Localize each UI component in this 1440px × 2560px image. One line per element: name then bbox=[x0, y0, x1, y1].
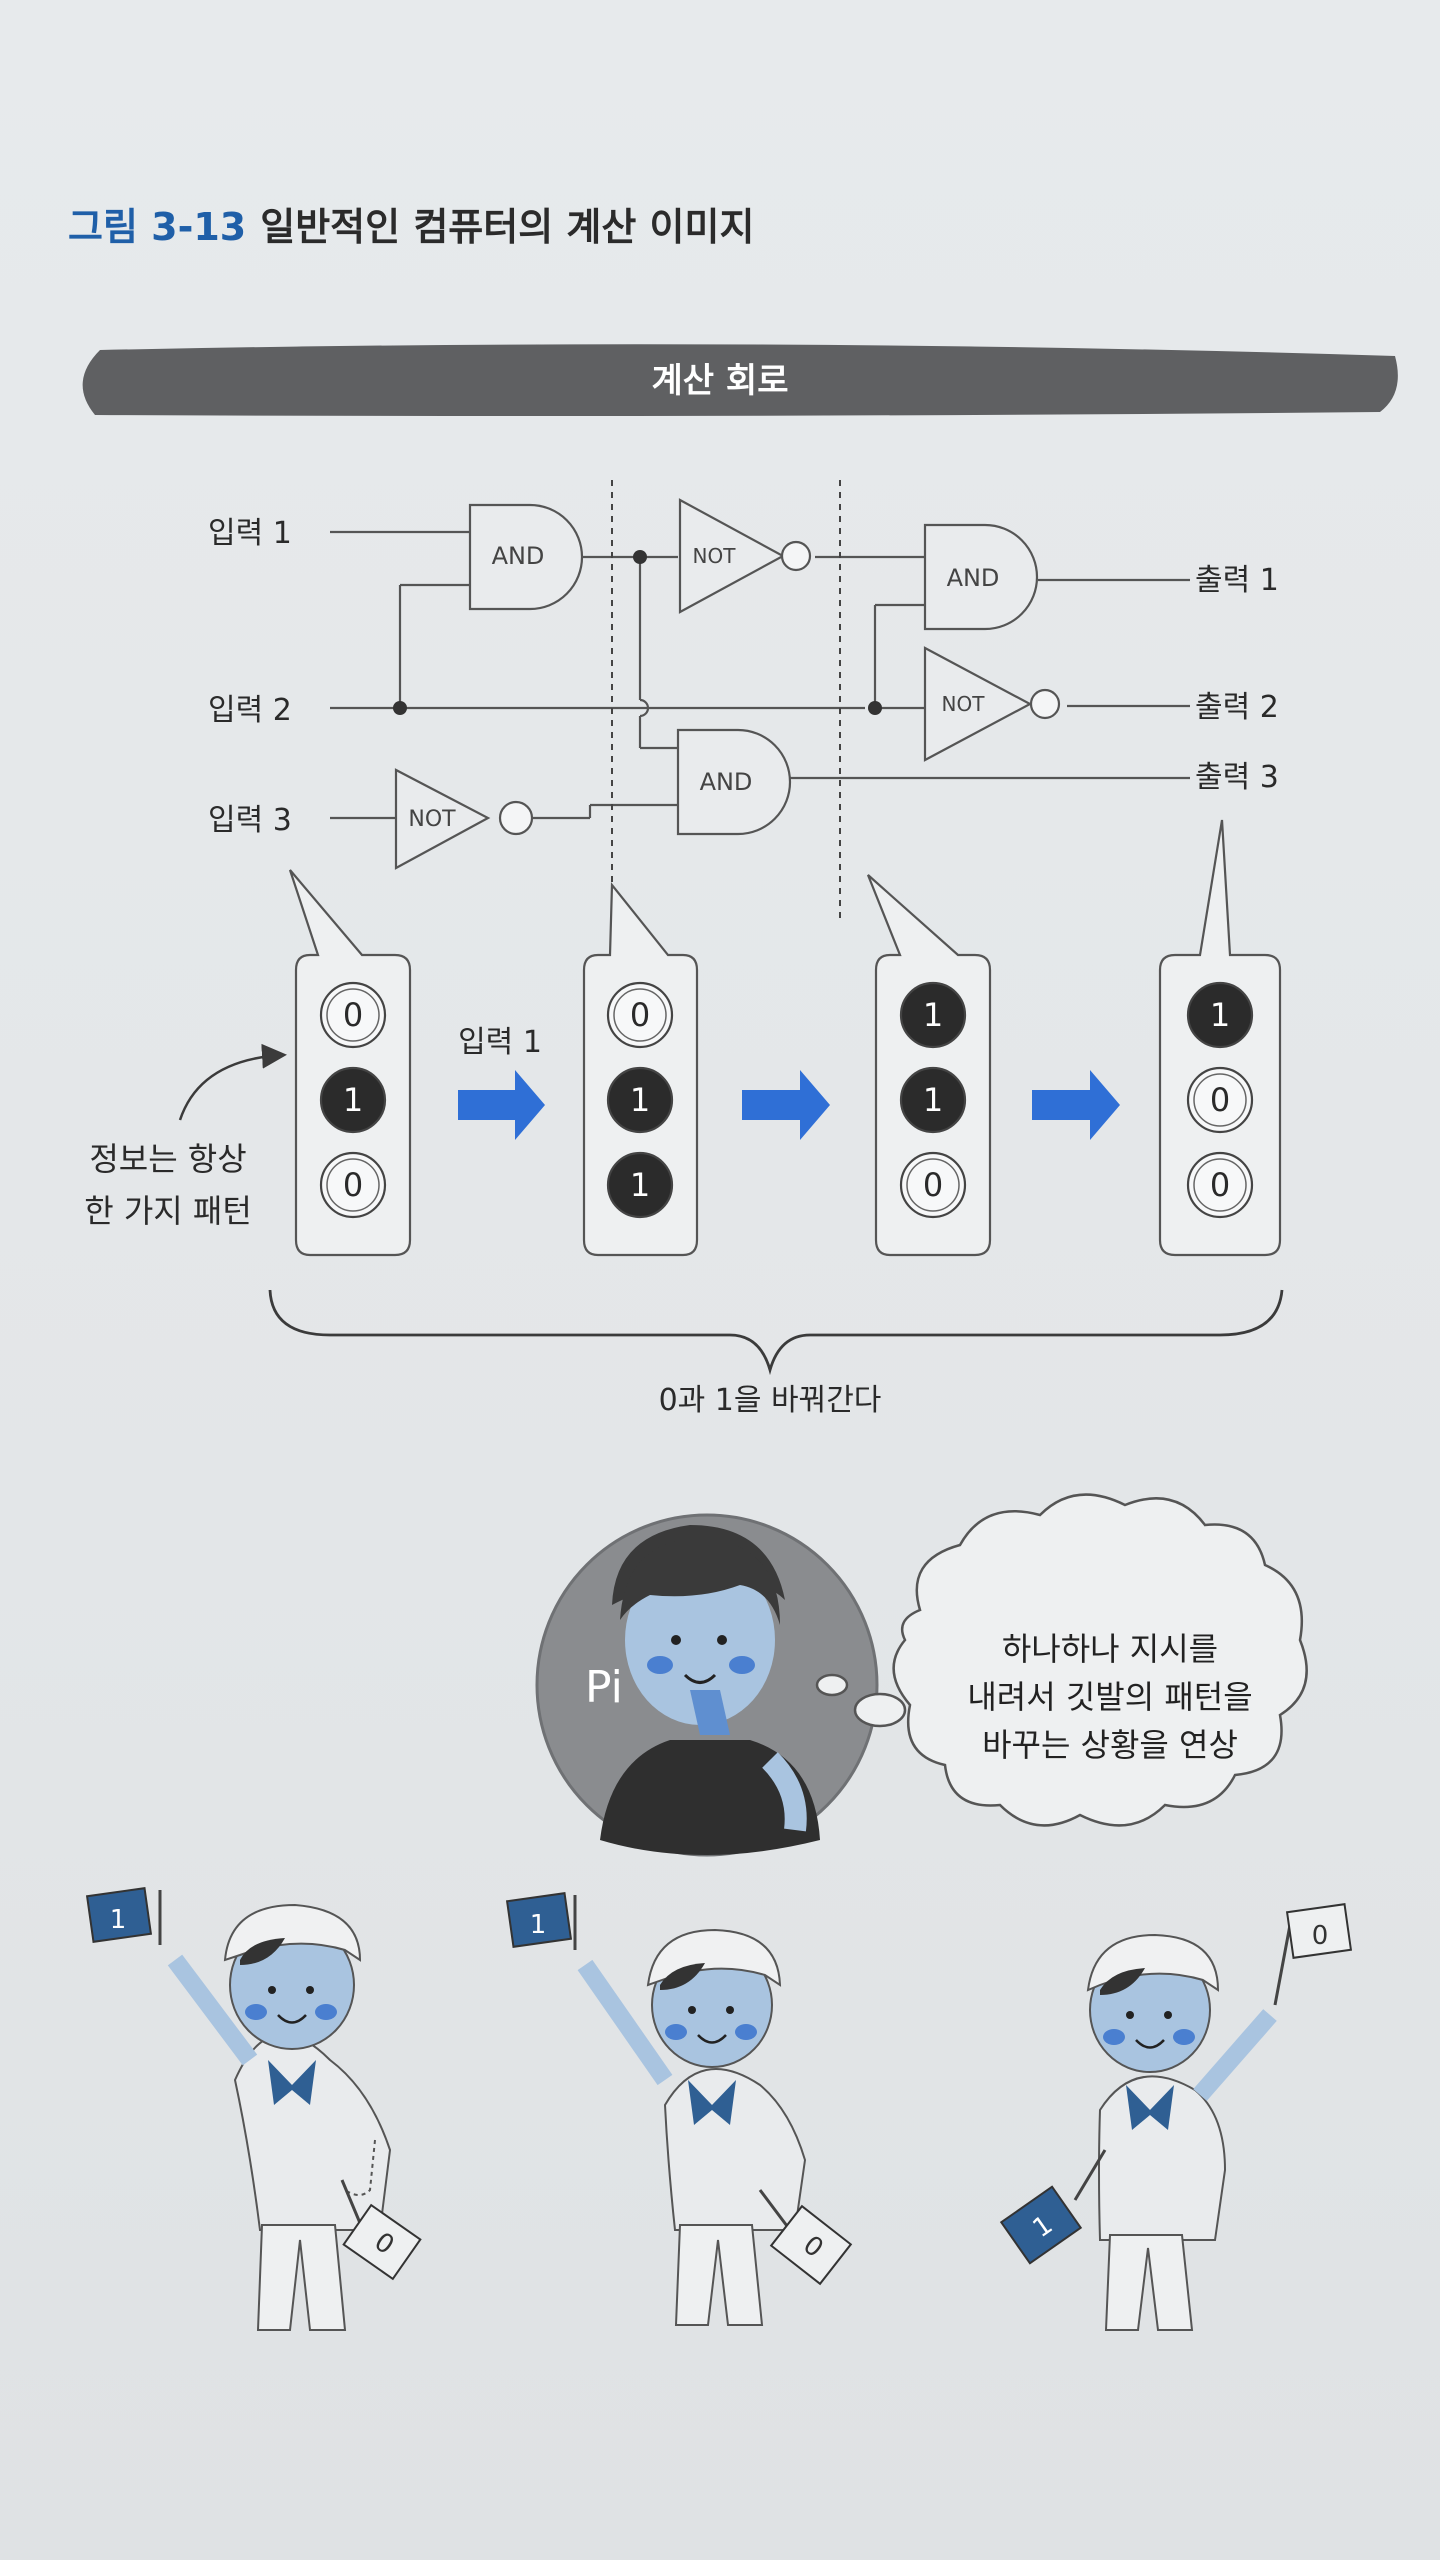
banner: 계산 회로 bbox=[82, 344, 1398, 416]
output-3-label: 출력 3 bbox=[1195, 760, 1279, 795]
bit-circle bbox=[606, 1151, 674, 1219]
pi-badge: Pi bbox=[585, 1662, 623, 1713]
arrow-right bbox=[1032, 1070, 1120, 1140]
and-gate-label: AND bbox=[700, 768, 753, 796]
output-1-label: 출력 1 bbox=[1195, 563, 1279, 598]
note-arrow bbox=[178, 1043, 287, 1121]
sailor-2: 1 0 bbox=[505, 1892, 853, 2326]
bit-ring bbox=[1193, 1073, 1247, 1127]
input-2-label: 입력 2 bbox=[208, 693, 292, 728]
not-gate-label: NOT bbox=[408, 807, 456, 832]
bit-circle bbox=[899, 1066, 967, 1134]
note-line-2: 한 가지 패턴 bbox=[84, 1192, 252, 1230]
not-gate-2: NOT bbox=[923, 646, 1061, 762]
bit-ring bbox=[906, 1158, 960, 1212]
and-gate-1: AND bbox=[468, 503, 584, 611]
and-gate-2: AND bbox=[676, 728, 792, 836]
not-gate-label: NOT bbox=[693, 544, 737, 568]
bit-circle bbox=[1186, 981, 1254, 1049]
bit-value: 1 bbox=[343, 1081, 363, 1119]
thought-line: 바꾸는 상황을 연상 bbox=[982, 1726, 1238, 1764]
figure-caption: 일반적인 컴퓨터의 계산 이미지 bbox=[260, 205, 755, 249]
and-gate-3: AND bbox=[923, 523, 1039, 631]
arrow-right bbox=[458, 1070, 545, 1140]
state-panel bbox=[866, 874, 992, 1257]
bit-ring bbox=[326, 1158, 380, 1212]
thought-text: 하나하나 지시를 내려서 깃발의 패턴을 바꾸는 상황을 연상 bbox=[960, 1625, 1260, 1769]
thought-bubble bbox=[815, 1493, 1308, 1827]
sailor-1: 1 0 bbox=[85, 1887, 422, 2331]
note-line-1: 정보는 항상 bbox=[89, 1140, 246, 1178]
bit-circle bbox=[606, 1066, 674, 1134]
input-1-label: 입력 1 bbox=[208, 516, 292, 551]
bit-value: 1 bbox=[923, 996, 943, 1034]
figure-title: 그림 3-13 일반적인 컴퓨터의 계산 이미지 bbox=[68, 196, 754, 251]
bit-ring bbox=[1193, 1158, 1247, 1212]
thought-line: 하나하나 지시를 bbox=[1001, 1630, 1219, 1668]
bit-circle bbox=[899, 981, 967, 1049]
bit-circle bbox=[319, 981, 387, 1049]
bit-value: 1 bbox=[630, 1166, 650, 1204]
pi-character: Pi bbox=[535, 1513, 879, 1857]
bit-circle bbox=[1186, 1151, 1254, 1219]
transition-arrows bbox=[458, 1070, 1120, 1140]
flag-up-label: 1 bbox=[530, 1910, 547, 1940]
bit-circle bbox=[899, 1151, 967, 1219]
not-gate-3: NOT bbox=[394, 768, 534, 870]
bit-value: 0 bbox=[343, 996, 363, 1034]
bit-circle bbox=[606, 981, 674, 1049]
bit-circle bbox=[319, 1066, 387, 1134]
sailor-3: 0 1 bbox=[999, 1903, 1353, 2331]
not-gate-label: NOT bbox=[942, 692, 986, 716]
thought-line: 내려서 깃발의 패턴을 bbox=[967, 1678, 1253, 1716]
state-panels bbox=[288, 819, 1282, 1257]
bit-value: 0 bbox=[923, 1166, 943, 1204]
brace-label: 0과 1을 바꿔간다 bbox=[659, 1383, 882, 1418]
bit-value: 0 bbox=[1210, 1081, 1230, 1119]
arrow-1-label: 입력 1 bbox=[458, 1025, 542, 1060]
bit-value: 0 bbox=[630, 996, 650, 1034]
and-gate-label: AND bbox=[492, 542, 545, 570]
flag-up-label: 1 bbox=[110, 1905, 127, 1935]
bit-circle bbox=[1186, 1066, 1254, 1134]
and-gate-label: AND bbox=[947, 564, 1000, 592]
bit-value: 1 bbox=[923, 1081, 943, 1119]
state-panel bbox=[288, 869, 412, 1257]
circuit-junctions bbox=[393, 550, 882, 715]
stage-separators bbox=[611, 480, 841, 920]
flag-up-label: 0 bbox=[1312, 1921, 1329, 1951]
bit-value: 0 bbox=[343, 1166, 363, 1204]
banner-label: 계산 회로 bbox=[652, 361, 789, 401]
arrow-right bbox=[742, 1070, 830, 1140]
brace bbox=[268, 1289, 1284, 1376]
bit-value: 1 bbox=[1210, 996, 1230, 1034]
figure-number: 그림 3-13 bbox=[68, 205, 247, 249]
state-bits: 0 1 0 0 1 1 1 1 0 1 0 0 bbox=[319, 981, 1254, 1219]
input-3-label: 입력 3 bbox=[208, 803, 292, 838]
not-gate-1: NOT bbox=[678, 498, 812, 614]
bit-circle bbox=[319, 1151, 387, 1219]
circuit-wires bbox=[330, 530, 1190, 820]
bit-ring bbox=[326, 988, 380, 1042]
bit-ring bbox=[613, 988, 667, 1042]
output-2-label: 출력 2 bbox=[1195, 690, 1279, 725]
bit-value: 1 bbox=[630, 1081, 650, 1119]
bit-value: 0 bbox=[1210, 1166, 1230, 1204]
